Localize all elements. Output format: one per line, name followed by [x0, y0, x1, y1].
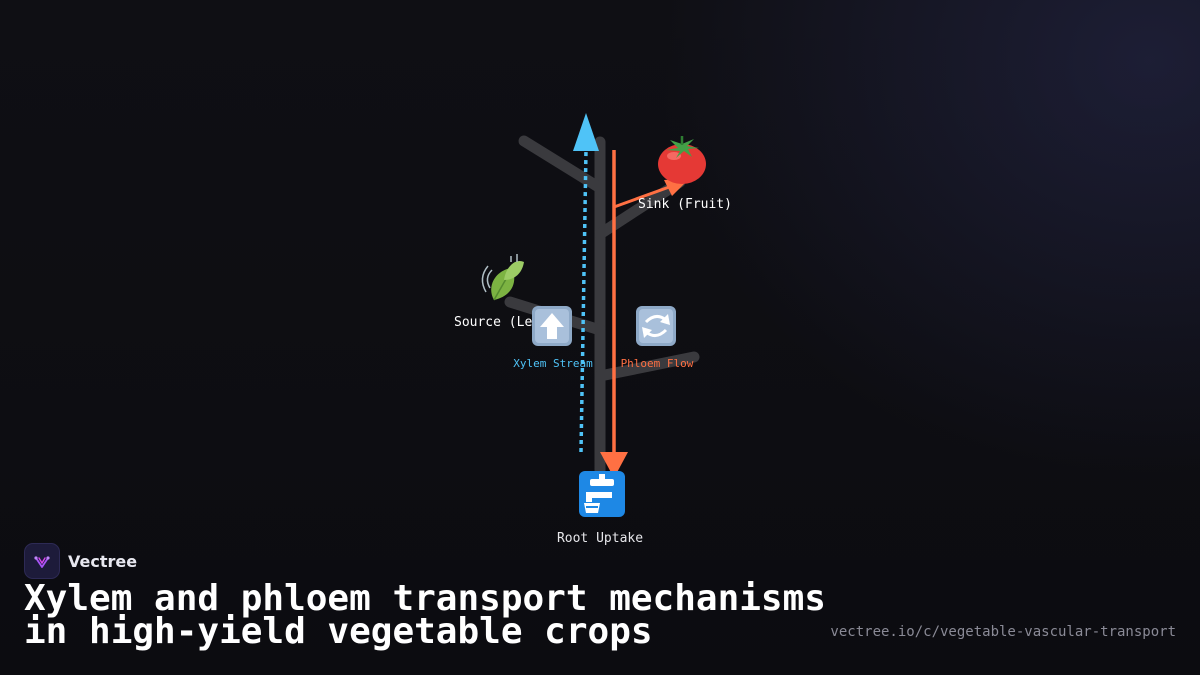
leaf-fluttering-in-wind-icon	[481, 254, 524, 301]
up-arrow-icon	[532, 306, 572, 346]
tomato-icon	[658, 136, 706, 184]
phloem-label: Phloem Flow	[621, 357, 694, 370]
faucet-icon	[579, 471, 625, 517]
brand-name: Vectree	[68, 551, 138, 571]
phloem-down-arrowhead	[600, 452, 628, 478]
plant-stem	[504, 135, 700, 476]
brand[interactable]: Vectree	[24, 543, 138, 579]
xylem-stream-path	[573, 113, 599, 453]
page-title: Xylem and phloem transport mechanisms in…	[24, 578, 826, 652]
xylem-label: Xylem Stream	[513, 357, 593, 370]
source-label: Source (Leaf)	[454, 315, 556, 330]
page-url[interactable]: vectree.io/c/vegetable-vascular-transpor…	[830, 624, 1176, 640]
sink-label: Sink (Fruit)	[638, 197, 732, 212]
vascular-transport-diagram: Sink (Fruit) Source (Leaf) Xylem Stream …	[454, 113, 732, 546]
vectree-logo-icon	[24, 543, 60, 579]
xylem-arrowhead	[573, 113, 599, 151]
root-label: Root Uptake	[557, 531, 643, 546]
refresh-cycle-icon	[636, 306, 676, 346]
